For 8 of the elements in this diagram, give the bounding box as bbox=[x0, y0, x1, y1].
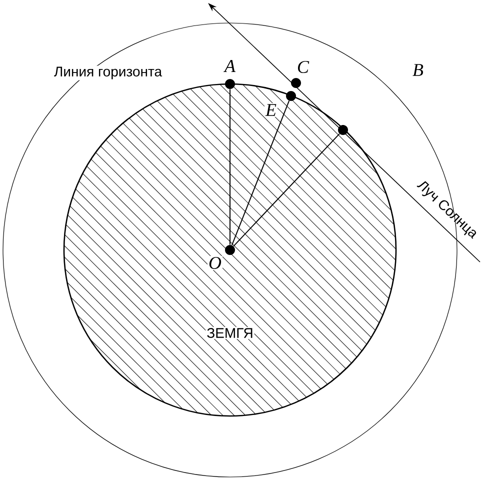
point-dot bbox=[338, 125, 348, 135]
line bbox=[231, 100, 290, 246]
node-label: C bbox=[298, 60, 310, 74]
node-label: O bbox=[209, 256, 222, 270]
node-label: E bbox=[265, 104, 276, 116]
point-label: B bbox=[412, 64, 424, 76]
node-label: A bbox=[224, 60, 236, 72]
line bbox=[233, 133, 340, 247]
